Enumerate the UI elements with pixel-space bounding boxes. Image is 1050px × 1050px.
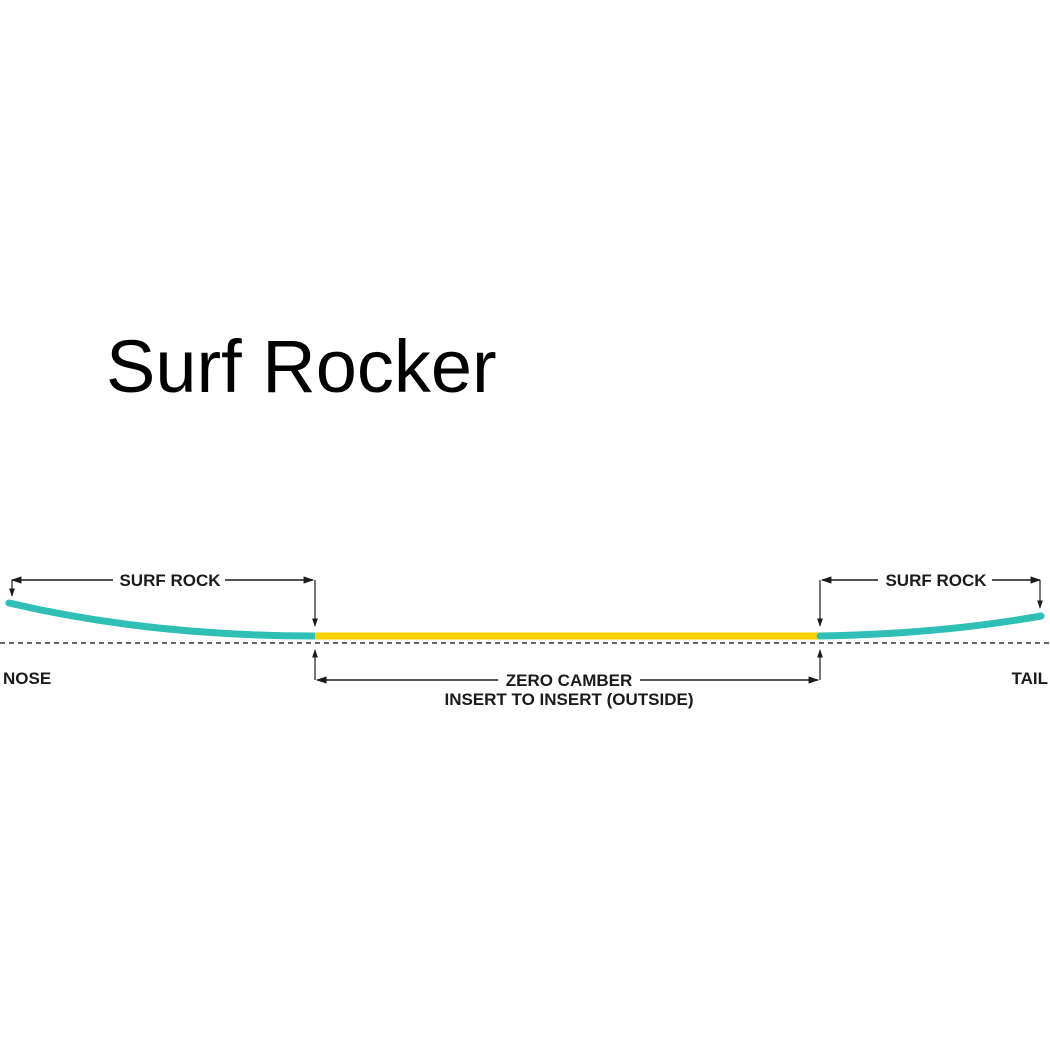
surf-rock-right-dimension: SURF ROCK [817,571,1043,627]
nose-label: NOSE [3,669,51,688]
zero-camber-label: ZERO CAMBER [506,671,633,690]
surf-rock-tail-curve [816,612,1045,640]
surf-rock-nose-curve [5,599,319,640]
page-title: Surf Rocker [106,325,497,408]
tail-label: TAIL [1011,669,1048,688]
surf-rock-left-label: SURF ROCK [119,571,221,590]
insert-to-insert-label: INSERT TO INSERT (OUTSIDE) [444,690,693,709]
zero-camber-dimension: ZERO CAMBER INSERT TO INSERT (OUTSIDE) [312,649,823,709]
surf-rock-right-label: SURF ROCK [885,571,987,590]
surf-rock-left-dimension: SURF ROCK [9,571,318,627]
